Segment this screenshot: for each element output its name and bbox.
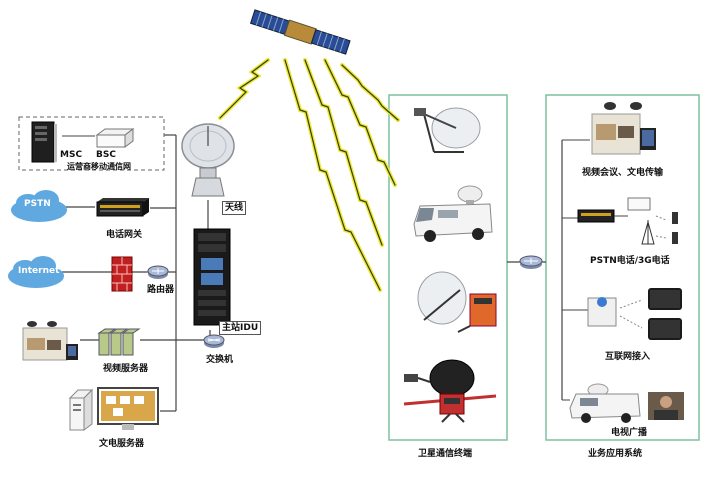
service-label-pstn-3g: PSTN电话/3G电话 bbox=[590, 256, 670, 266]
flyaway-terminal-icon bbox=[417, 271, 497, 333]
terminal-panel-frame bbox=[388, 94, 508, 441]
operator-network-label: 运营商移动通信网 bbox=[67, 162, 131, 171]
service-system-caption: 业务应用系统 bbox=[588, 449, 643, 459]
service-label-video-conference: 视频会议、文电传输 bbox=[582, 168, 664, 178]
phone-gateway-label: 电话网关 bbox=[106, 230, 143, 240]
pstn-phone-icon bbox=[577, 197, 678, 245]
router-label: 路由器 bbox=[147, 285, 175, 295]
pstn-cloud-label: PSTN bbox=[24, 199, 51, 209]
fax-server-icon bbox=[68, 387, 159, 431]
internet-cloud-label: Internet bbox=[18, 266, 60, 276]
beam-to-terminals bbox=[283, 58, 400, 292]
portable-dish-icon bbox=[414, 107, 481, 153]
firewall-icon bbox=[111, 256, 133, 292]
video-server-icon bbox=[97, 328, 141, 356]
bsc-label: BSC bbox=[96, 150, 116, 160]
msc-label: MSC bbox=[60, 150, 83, 160]
router-icon bbox=[147, 265, 169, 279]
internet-cloud-icon bbox=[8, 256, 64, 288]
service-router-icon bbox=[519, 255, 543, 269]
idu-label: 主站IDU bbox=[219, 321, 262, 335]
msc-server-icon bbox=[31, 121, 57, 163]
service-label-tv-broadcast: 电视广播 bbox=[611, 428, 648, 438]
pstn-cloud-icon bbox=[11, 190, 67, 222]
antenna-label: 天线 bbox=[222, 201, 247, 215]
operator-frame bbox=[18, 116, 165, 171]
video-conference-terminal-icon bbox=[22, 321, 78, 361]
internet-access-icon bbox=[587, 288, 682, 340]
video-conference-icon bbox=[591, 102, 656, 155]
satellite-icon bbox=[249, 9, 351, 55]
tv-broadcast-icon bbox=[569, 383, 684, 423]
switch-label: 交换机 bbox=[206, 355, 234, 365]
satellite-van-icon bbox=[413, 185, 493, 242]
beam-to-antenna bbox=[218, 58, 270, 120]
phone-gateway-icon bbox=[96, 198, 149, 217]
backpack-terminal-icon bbox=[403, 359, 497, 423]
video-server-label: 视频服务器 bbox=[103, 364, 149, 374]
service-panel-frame bbox=[545, 94, 700, 441]
master-idu-rack-icon bbox=[193, 228, 231, 326]
satellite-beams bbox=[218, 58, 400, 292]
service-label-internet: 互联网接入 bbox=[605, 352, 651, 362]
fax-server-label: 文电服务器 bbox=[99, 439, 145, 449]
bsc-device-icon bbox=[95, 128, 135, 148]
switch-icon bbox=[203, 334, 225, 348]
master-antenna-icon bbox=[181, 123, 235, 197]
satellite-terminal-caption: 卫星通信终端 bbox=[418, 449, 473, 459]
